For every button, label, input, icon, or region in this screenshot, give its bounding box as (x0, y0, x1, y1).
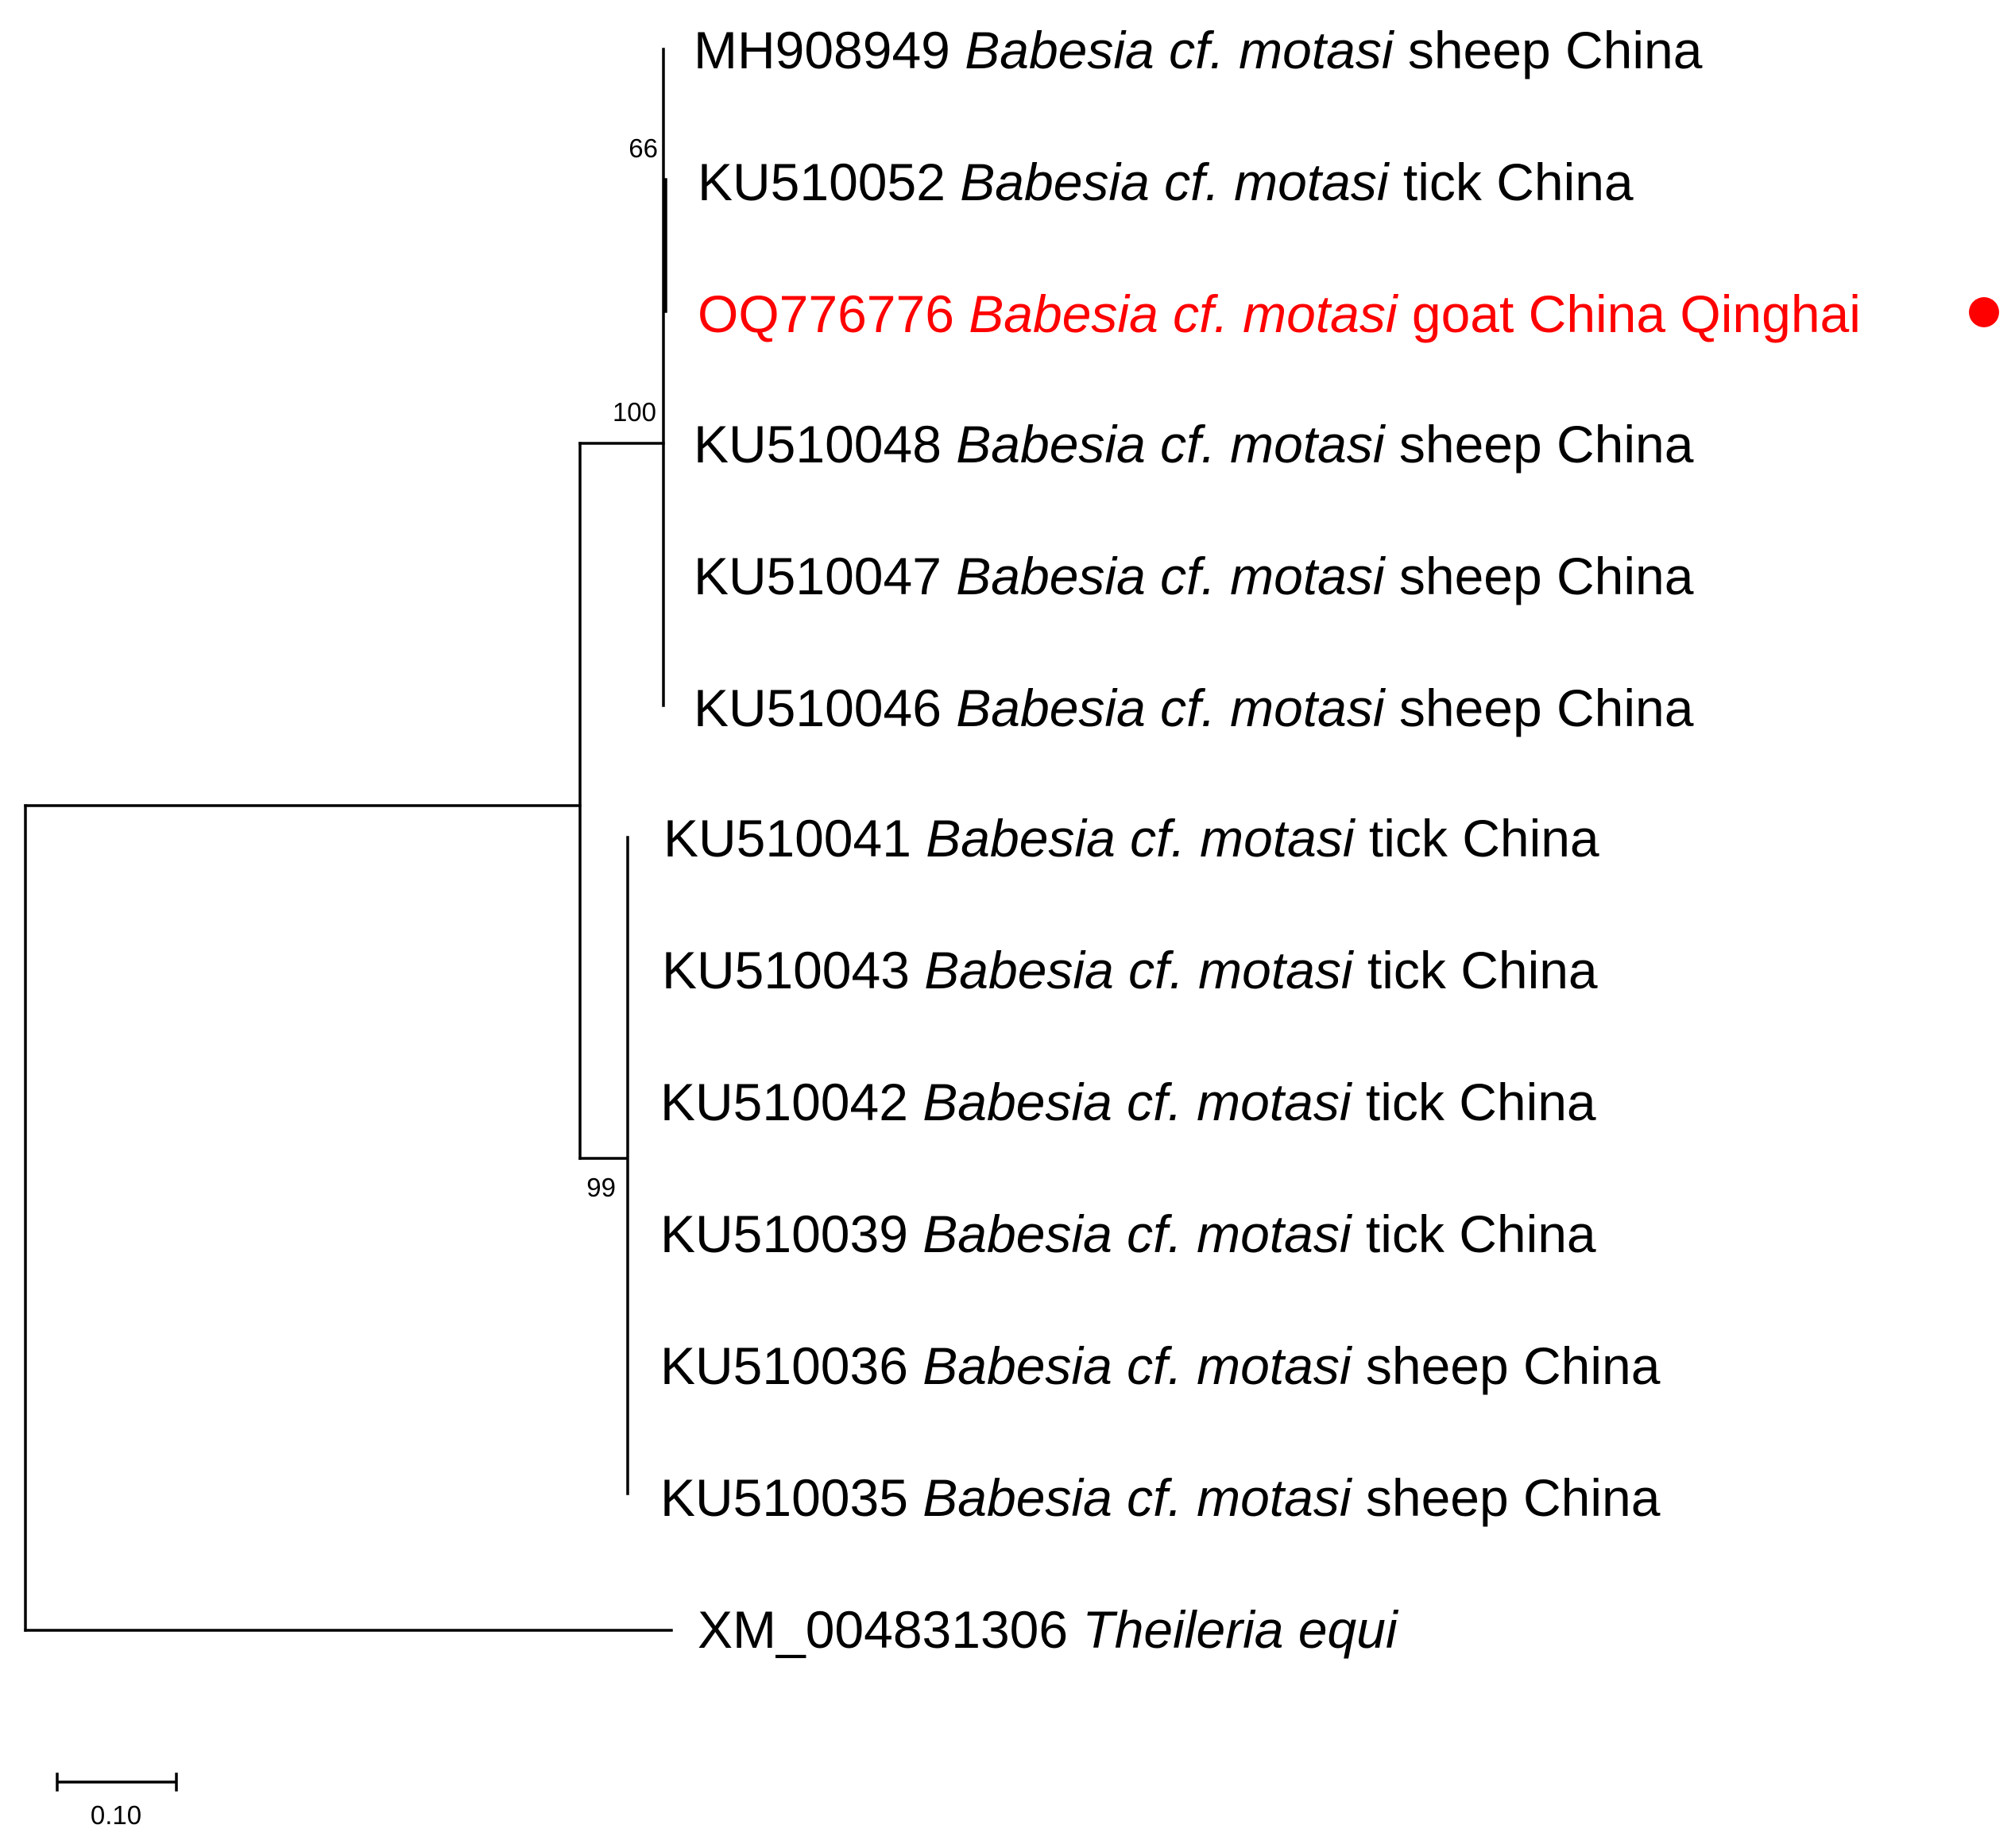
taxon-label-2: KU510052 Babesia cf. motasi tick China (698, 153, 1634, 211)
taxon-labels: MH908949 Babesia cf. motasi sheep China … (660, 21, 1999, 1659)
taxon-label-7: KU510041 Babesia cf. motasi tick China (663, 809, 1599, 868)
support-values: 66 100 99 (586, 133, 658, 1202)
scale-bar-label: 0.10 (91, 1800, 141, 1830)
taxon-label-highlighted: OQ776776 Babesia cf. motasi goat China Q… (698, 284, 1861, 343)
support-value-100: 100 (613, 397, 656, 427)
taxon-label-4: KU510048 Babesia cf. motasi sheep China (694, 415, 1694, 474)
taxon-label-5: KU510047 Babesia cf. motasi sheep China (694, 547, 1694, 605)
highlight-marker-icon (1969, 297, 1999, 327)
support-value-66: 66 (628, 133, 658, 163)
taxon-label-6: KU510046 Babesia cf. motasi sheep China (694, 679, 1694, 737)
taxon-label-8: KU510043 Babesia cf. motasi tick China (662, 941, 1598, 999)
taxon-label-outgroup: XM_004831306 Theileria equi (698, 1600, 1399, 1659)
taxon-label-9: KU510042 Babesia cf. motasi tick China (660, 1073, 1596, 1131)
taxon-label-11: KU510036 Babesia cf. motasi sheep China (660, 1336, 1661, 1395)
taxon-label-1: MH908949 Babesia cf. motasi sheep China (694, 21, 1703, 79)
taxon-label-12: KU510035 Babesia cf. motasi sheep China (660, 1468, 1661, 1527)
tree-branches (24, 48, 673, 1632)
support-value-99: 99 (586, 1173, 616, 1202)
scale-bar: 0.10 (56, 1773, 178, 1830)
scale-bar-line (56, 1773, 178, 1792)
taxon-label-10: KU510039 Babesia cf. motasi tick China (660, 1204, 1596, 1263)
